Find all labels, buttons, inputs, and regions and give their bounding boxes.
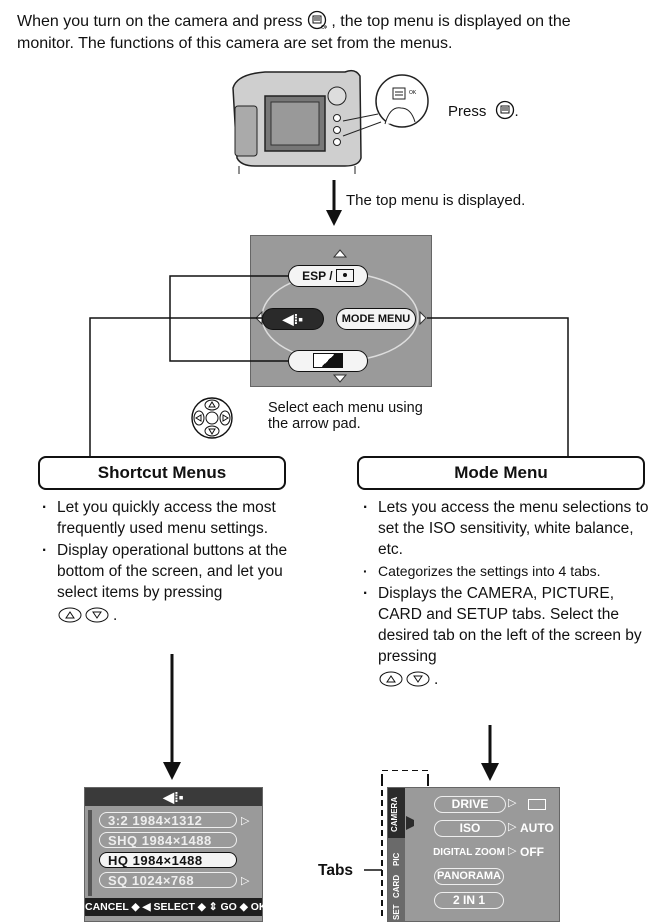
right-arrow-icon: ▷ (508, 797, 517, 809)
list-item-text: Displays the CAMERA, PICTURE, CARD and S… (378, 585, 642, 665)
list-item: Let you quickly access the most frequent… (36, 497, 321, 539)
single-frame-icon (528, 799, 546, 810)
digital-zoom-value: OFF (520, 845, 544, 859)
shortcut-menus-title: Shortcut Menus (38, 456, 286, 490)
esp-metering-button[interactable]: ESP / (288, 265, 368, 287)
quality-option[interactable]: SHQ 1984×1488 (99, 832, 237, 848)
tab-card[interactable]: CARD (392, 874, 401, 898)
exposure-compensation-button[interactable] (288, 350, 368, 372)
arrow-pad-caption-line2: the arrow pad. (268, 416, 361, 432)
arrow-pad-caption-line1: Select each menu using (268, 400, 423, 416)
tab-setup[interactable]: SET (392, 904, 401, 920)
list-item-text: Display operational buttons at the botto… (57, 542, 288, 601)
menu-item-drive[interactable]: DRIVE (434, 796, 506, 813)
shortcut-menus-bullets: Let you quickly access the most frequent… (36, 497, 321, 627)
right-arrow-icon: ▷ (508, 845, 517, 857)
menu-item-panorama[interactable]: PANORAMA (434, 868, 504, 885)
tabs-label: Tabs (318, 862, 354, 879)
top-menu-caption: The top menu is displayed. (346, 192, 526, 209)
intro-line2: monitor. The functions of this camera ar… (17, 35, 453, 52)
arrow-down-icon (326, 180, 342, 226)
menu-item-digital-zoom[interactable]: DIGITAL ZOOM (433, 847, 505, 858)
operation-footer: CANCEL ◆ ◀ SELECT ◆ ⇕ GO ◆ OK (85, 898, 267, 916)
arrow-down-icon (163, 654, 181, 780)
menu-item-iso[interactable]: ISO (434, 820, 506, 837)
right-arrow-icon: ▷ (508, 821, 517, 833)
quality-option[interactable]: 3:2 1984×1312 (99, 812, 237, 828)
camera-illustration: OK (232, 69, 429, 174)
up-down-arrow-buttons-icon (58, 607, 109, 623)
tab-camera-active[interactable] (388, 788, 405, 838)
list-item: Display operational buttons at the botto… (36, 540, 321, 626)
svg-text:OK: OK (321, 25, 327, 30)
ok-menu-button-icon: OK (307, 10, 327, 30)
intro-line1-a: When you turn on the camera and press (17, 13, 303, 30)
mode-menu-bullets: Lets you access the menu selections to s… (357, 497, 657, 691)
up-down-arrow-buttons-icon (379, 671, 430, 687)
menu-item-2in1[interactable]: 2 IN 1 (434, 892, 504, 909)
quality-icon: ◀⁞▪ (282, 311, 304, 327)
arrow-pad-caption: Select each menu using the arrow pad. (268, 400, 423, 432)
mode-menu-screen: CAMERA PIC CARD SET DRIVE ▷ ISO ▷ AUTO D… (387, 787, 560, 922)
arrow-down-icon (481, 725, 499, 781)
tab-camera[interactable]: CAMERA (390, 796, 399, 832)
mode-menu-title: Mode Menu (357, 456, 645, 490)
scroll-bar[interactable] (88, 810, 92, 896)
arrow-pad-icon (191, 397, 233, 439)
intro-paragraph: When you turn on the camera and press OK… (17, 10, 657, 55)
list-item: Lets you access the menu selections to s… (357, 497, 657, 560)
right-arrow-icon: ▷ (241, 815, 250, 827)
esp-label: ESP / (302, 269, 333, 283)
list-item: Categorizes the settings into 4 tabs. (357, 561, 657, 582)
spot-metering-icon (335, 269, 354, 282)
ok-menu-button-icon (495, 100, 514, 120)
tab-pointer-icon (406, 816, 424, 830)
quality-option[interactable]: SQ 1024×768 (99, 872, 237, 888)
press-caption: Press . (448, 100, 519, 120)
press-label: Press (448, 103, 487, 120)
mode-menu-button[interactable]: MODE MENU (336, 308, 416, 330)
quality-menu-screen: ◀⁞▪ 3:2 1984×1312 SHQ 1984×1488 HQ 1984×… (84, 787, 267, 922)
intro-line1-b: , the top menu is displayed on the (331, 13, 571, 30)
iso-value: AUTO (520, 821, 554, 835)
exposure-compensation-icon (313, 353, 343, 368)
quality-icon: ◀⁞▪ (85, 788, 262, 806)
right-arrow-icon: ▷ (241, 875, 250, 887)
svg-text:OK: OK (409, 90, 417, 96)
tab-picture[interactable]: PIC (392, 852, 401, 866)
quality-option-selected[interactable]: HQ 1984×1488 (99, 852, 237, 868)
list-item: Displays the CAMERA, PICTURE, CARD and S… (357, 583, 657, 690)
quality-mode-button[interactable]: ◀⁞▪ (262, 308, 324, 330)
